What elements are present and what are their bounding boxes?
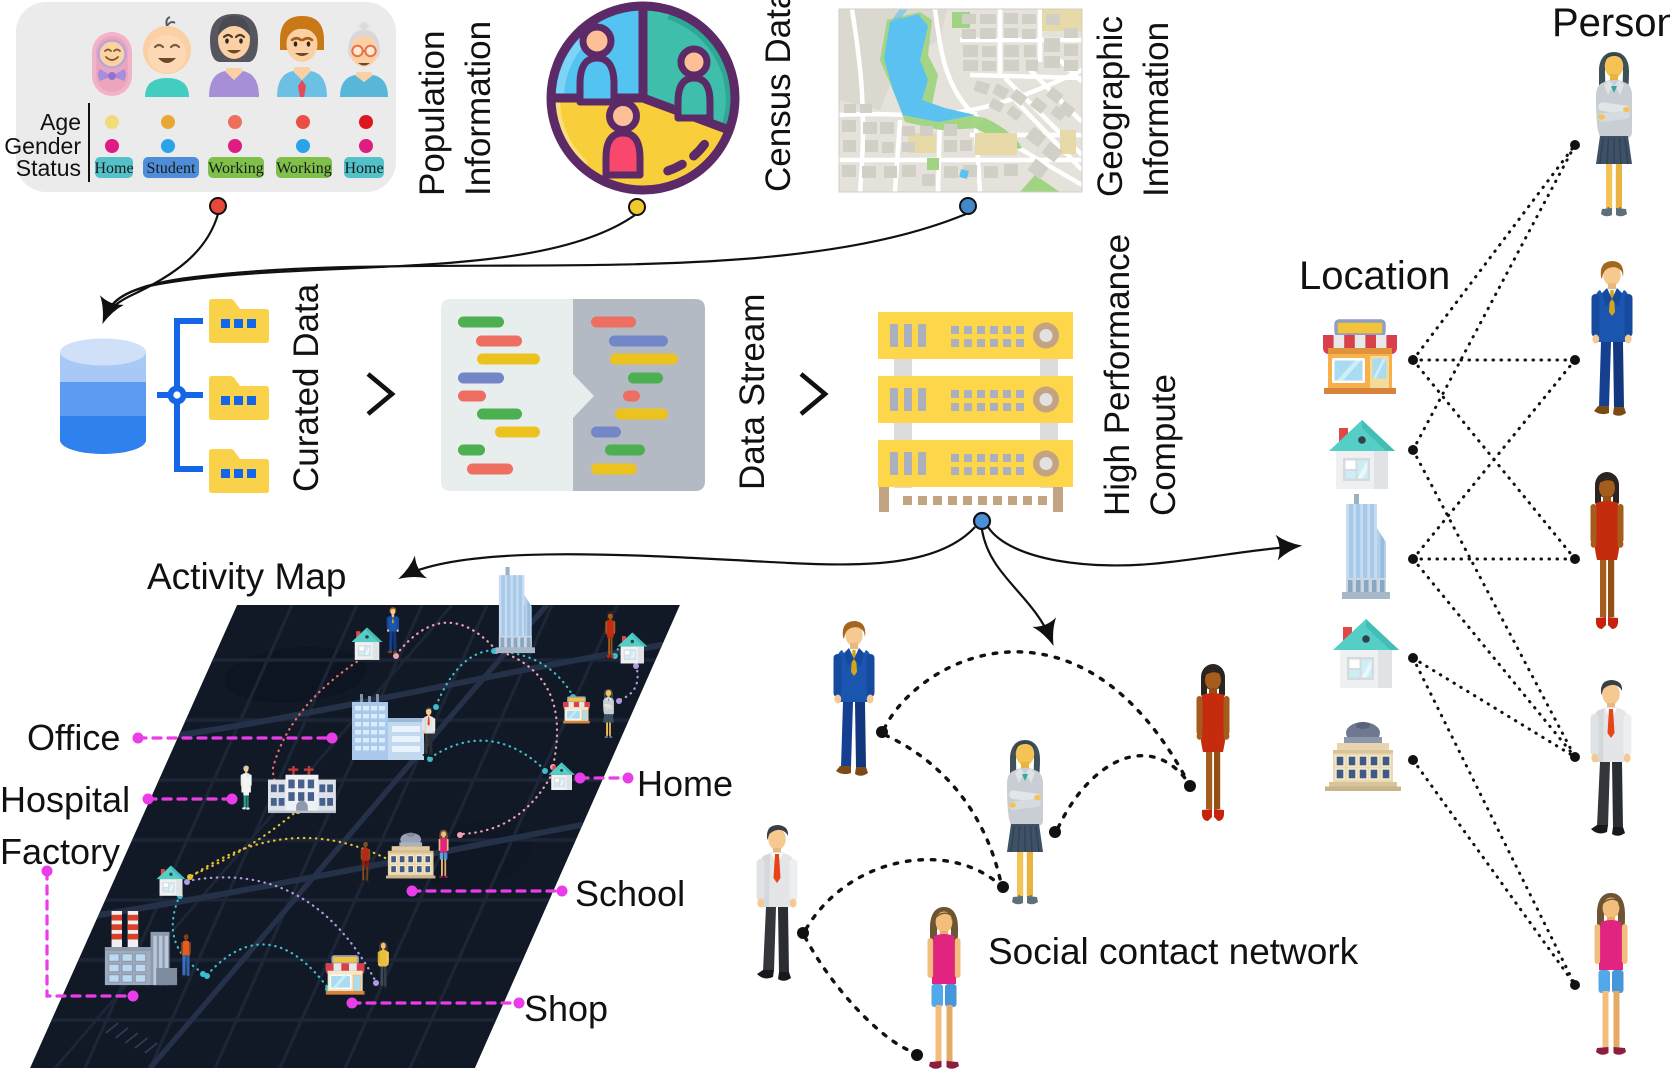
svg-text:Information: Information <box>459 21 498 196</box>
svg-text:Information: Information <box>1137 22 1176 197</box>
svg-text:Data Stream: Data Stream <box>733 294 772 490</box>
svg-text:Home: Home <box>637 763 733 804</box>
svg-text:Person: Person <box>1552 1 1670 45</box>
svg-text:Census Data: Census Data <box>759 0 798 192</box>
svg-text:Status: Status <box>16 155 81 181</box>
svg-text:Home: Home <box>344 160 383 177</box>
svg-text:Home: Home <box>94 160 133 177</box>
svg-text:Shop: Shop <box>524 988 608 1029</box>
svg-text:Working: Working <box>276 160 332 177</box>
svg-text:Office: Office <box>27 717 120 758</box>
svg-text:Working: Working <box>208 160 264 177</box>
svg-text:Compute: Compute <box>1144 374 1183 516</box>
svg-text:Curated Data: Curated Data <box>287 283 326 492</box>
svg-text:Student: Student <box>147 160 196 177</box>
svg-text:School: School <box>575 873 685 914</box>
svg-text:Factory: Factory <box>0 831 120 872</box>
svg-text:Location: Location <box>1299 254 1450 298</box>
svg-text:Age: Age <box>40 109 81 135</box>
svg-text:Gender: Gender <box>4 133 81 159</box>
svg-text:Population: Population <box>413 31 452 196</box>
svg-text:High Performance: High Performance <box>1098 234 1137 516</box>
svg-text:Social contact network: Social contact network <box>988 931 1359 972</box>
svg-text:Activity Map: Activity Map <box>147 556 346 597</box>
svg-text:Geographic: Geographic <box>1091 16 1130 197</box>
svg-text:Hospital: Hospital <box>0 779 130 820</box>
